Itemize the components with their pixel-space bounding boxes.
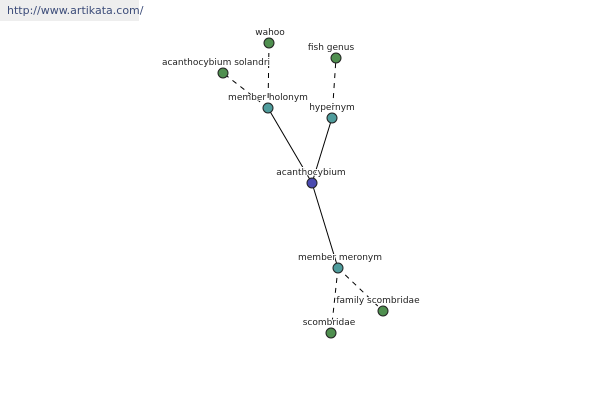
edge-acanthocybium-to-member-holonym [267,107,313,184]
node-member-meronym[interactable] [332,262,344,274]
node-label-fish-genus: fish genus [308,43,355,53]
source-link-bar: http://www.artikata.com/ [0,0,143,21]
node-hypernym[interactable] [326,112,338,124]
edge-member-meronym-to-family-scombridae [337,267,384,312]
node-label-member-holonym: member holonym [228,93,308,103]
node-scombridae[interactable] [325,327,337,339]
edge-acanthocybium-to-hypernym [311,117,333,184]
node-acanthocybium[interactable] [306,177,318,189]
node-label-wahoo: wahoo [255,28,285,38]
node-label-hypernym: hypernym [309,103,355,113]
node-label-acanthocybium: acanthocybium [276,168,345,178]
node-acanthocybium-solandri[interactable] [217,67,229,79]
node-label-member-meronym: member meronym [298,253,382,263]
edge-hypernym-to-fish-genus [331,57,337,119]
edge-acanthocybium-to-member-meronym [311,182,339,269]
node-family-scombridae[interactable] [377,305,389,317]
node-label-acanthocybium-solandri: acanthocybium solandri [162,58,270,68]
edges-layer [222,42,384,334]
node-wahoo[interactable] [263,37,275,49]
labels-layer: wahoo acanthocybium solandri member holony… [161,27,421,329]
source-link[interactable]: http://www.artikata.com/ [7,4,144,17]
node-fish-genus[interactable] [330,52,342,64]
edge-member-holonym-to-wahoo [267,42,270,109]
nodes-layer [217,37,389,339]
node-label-family-scombridae: family scombridae [336,296,420,306]
node-label-scombridae: scombridae [303,318,356,328]
node-member-holonym[interactable] [262,102,274,114]
edge-member-meronym-to-scombridae [330,267,339,334]
